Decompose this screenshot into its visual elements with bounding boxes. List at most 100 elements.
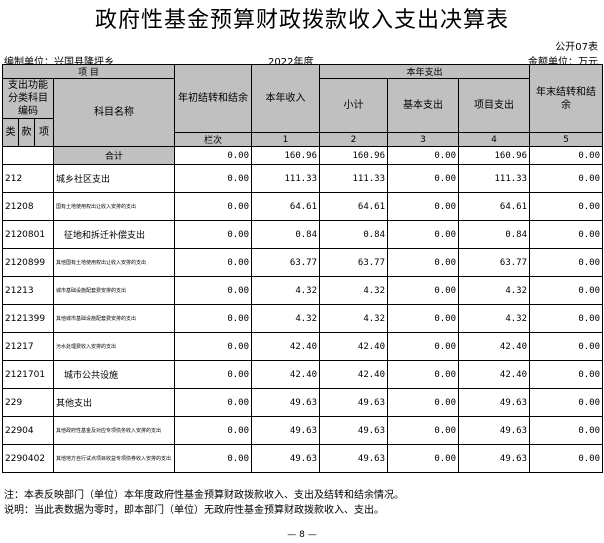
cell-value: 0.00	[174, 248, 252, 277]
cell-value: 0.00	[387, 360, 459, 389]
header-xiang: 项	[34, 118, 54, 147]
table-row: 21217 污水处理费收入安排的支出 0.00 42.40 42.40 0.00…	[2, 332, 603, 361]
cell-value: 0.00	[529, 276, 603, 305]
table-row: 2120801 征地和拆迁补偿支出 0.00 0.84 0.84 0.00 0.…	[2, 220, 603, 249]
header-kuan: 款	[18, 118, 35, 147]
cell-value: 0.00	[174, 192, 252, 221]
cell-value: 0.00	[529, 192, 603, 221]
row-code: 22904	[2, 416, 54, 445]
row-name: 其他政府性基金及对应专项债务收入安排的支出	[53, 416, 175, 445]
row-code: 21208	[2, 192, 54, 221]
cell-value: 63.77	[251, 248, 320, 277]
cell-value: 63.77	[458, 248, 530, 277]
cell-value: 0.00	[529, 388, 603, 417]
cell-value: 49.63	[319, 388, 388, 417]
col-index-2: 2	[319, 132, 388, 147]
page-number: — 8 —	[287, 530, 317, 540]
table-row: 2121701 城市公共设施 0.00 42.40 42.40 0.00 42.…	[2, 360, 603, 389]
row-name: 其他城市基础设施配套费安排的支出	[53, 304, 175, 333]
cell-value: 0.00	[529, 360, 603, 389]
money-unit: 金额单位：万元	[528, 57, 598, 68]
header-lei: 类	[2, 118, 19, 147]
header-basic: 基本支出	[387, 78, 459, 133]
header-item: 项 目	[2, 64, 175, 79]
cell-value: 49.63	[458, 388, 530, 417]
row-name: 污水处理费收入安排的支出	[53, 332, 175, 361]
row-code: 229	[2, 388, 54, 417]
cell-value: 0.00	[174, 388, 252, 417]
row-name: 其他国有土地使用权出让收入安排的支出	[53, 248, 175, 277]
table-row: 212 城乡社区支出 0.00 111.33 111.33 0.00 111.3…	[2, 164, 603, 193]
header-name: 科目名称	[53, 78, 175, 147]
compiling-unit: 编制单位：兴国县隆坪乡	[4, 57, 114, 68]
cell-value: 0.00	[387, 164, 459, 193]
cell-value: 0.84	[458, 220, 530, 249]
row-code: 21213	[2, 276, 54, 305]
cell-value: 0.00	[174, 332, 252, 361]
header-end-balance: 年末结转和结余	[529, 64, 603, 133]
cell-value: 63.77	[319, 248, 388, 277]
cell-value: 42.40	[251, 360, 320, 389]
cell-value: 49.63	[251, 444, 320, 473]
cell-value: 0.00	[174, 444, 252, 473]
table-row: 21213 城市基础设施配套费安排的支出 0.00 4.32 4.32 0.00…	[2, 276, 603, 305]
cell-value: 0.00	[529, 444, 603, 473]
cell-value: 0.00	[387, 220, 459, 249]
row-code: 212	[2, 164, 54, 193]
cell-value: 49.63	[319, 416, 388, 445]
cell-value: 160.96	[319, 146, 388, 165]
cell-value: 42.40	[319, 332, 388, 361]
row-name: 城市公共设施	[53, 360, 175, 389]
row-name: 国有土地使用权出让收入安排的支出	[53, 192, 175, 221]
row-name: 其他地方自行试点项目收益专项债券收入安排的支出	[53, 444, 175, 473]
cell-value: 0.00	[174, 164, 252, 193]
cell-value: 0.00	[387, 276, 459, 305]
cell-value: 4.32	[319, 276, 388, 305]
explanation-note: 说明：当此表数据为零时，即本部门（单位）无政府性基金预算财政拨款收入、支出。	[4, 505, 384, 516]
cell-value: 64.61	[319, 192, 388, 221]
cell-value: 0.84	[319, 220, 388, 249]
cell-value: 49.63	[251, 388, 320, 417]
cell-value: 0.00	[387, 192, 459, 221]
cell-value: 0.00	[387, 416, 459, 445]
cell-value: 0.00	[387, 248, 459, 277]
cell-value: 49.63	[458, 416, 530, 445]
row-name: 城乡社区支出	[53, 164, 175, 193]
total-label: 合计	[53, 146, 175, 165]
cell-value: 111.33	[251, 164, 320, 193]
cell-value: 0.84	[251, 220, 320, 249]
cell-value: 49.63	[319, 444, 388, 473]
cell-value: 0.00	[387, 146, 459, 165]
header-income: 本年收入	[251, 64, 320, 133]
table-tag: 公开07表	[555, 42, 598, 53]
col-index-4: 4	[458, 132, 530, 147]
cell-value: 160.96	[458, 146, 530, 165]
table-row: 21208 国有土地使用权出让收入安排的支出 0.00 64.61 64.61 …	[2, 192, 603, 221]
cell-value: 0.00	[529, 248, 603, 277]
cell-value: 4.32	[319, 304, 388, 333]
cell-value: 49.63	[458, 444, 530, 473]
header-begin-balance: 年初结转和结余	[174, 64, 252, 133]
row-code: 2121399	[2, 304, 54, 333]
cell-value: 4.32	[251, 304, 320, 333]
total-row: 合计 0.00 160.96 160.96 0.00 160.96 0.00	[2, 146, 603, 165]
table-row: 22904 其他政府性基金及对应专项债务收入安排的支出 0.00 49.63 4…	[2, 416, 603, 445]
col-index-1: 1	[251, 132, 320, 147]
row-code: 2120899	[2, 248, 54, 277]
cell-value: 0.00	[529, 164, 603, 193]
cell-value: 0.00	[174, 360, 252, 389]
header-lanci: 栏次	[174, 132, 252, 147]
col-index-3: 3	[387, 132, 459, 147]
cell-value: 0.00	[387, 332, 459, 361]
cell-value: 42.40	[251, 332, 320, 361]
cell-value: 0.00	[529, 416, 603, 445]
row-name: 征地和拆迁补偿支出	[53, 220, 175, 249]
table-row: 229 其他支出 0.00 49.63 49.63 0.00 49.63 0.0…	[2, 388, 603, 417]
header-subtotal: 小计	[319, 78, 388, 133]
cell-value: 42.40	[319, 360, 388, 389]
cell-value: 0.00	[529, 304, 603, 333]
row-code: 2290402	[2, 444, 54, 473]
cell-value: 0.00	[174, 146, 252, 165]
cell-value: 4.32	[251, 276, 320, 305]
col-index-5: 5	[529, 132, 603, 147]
